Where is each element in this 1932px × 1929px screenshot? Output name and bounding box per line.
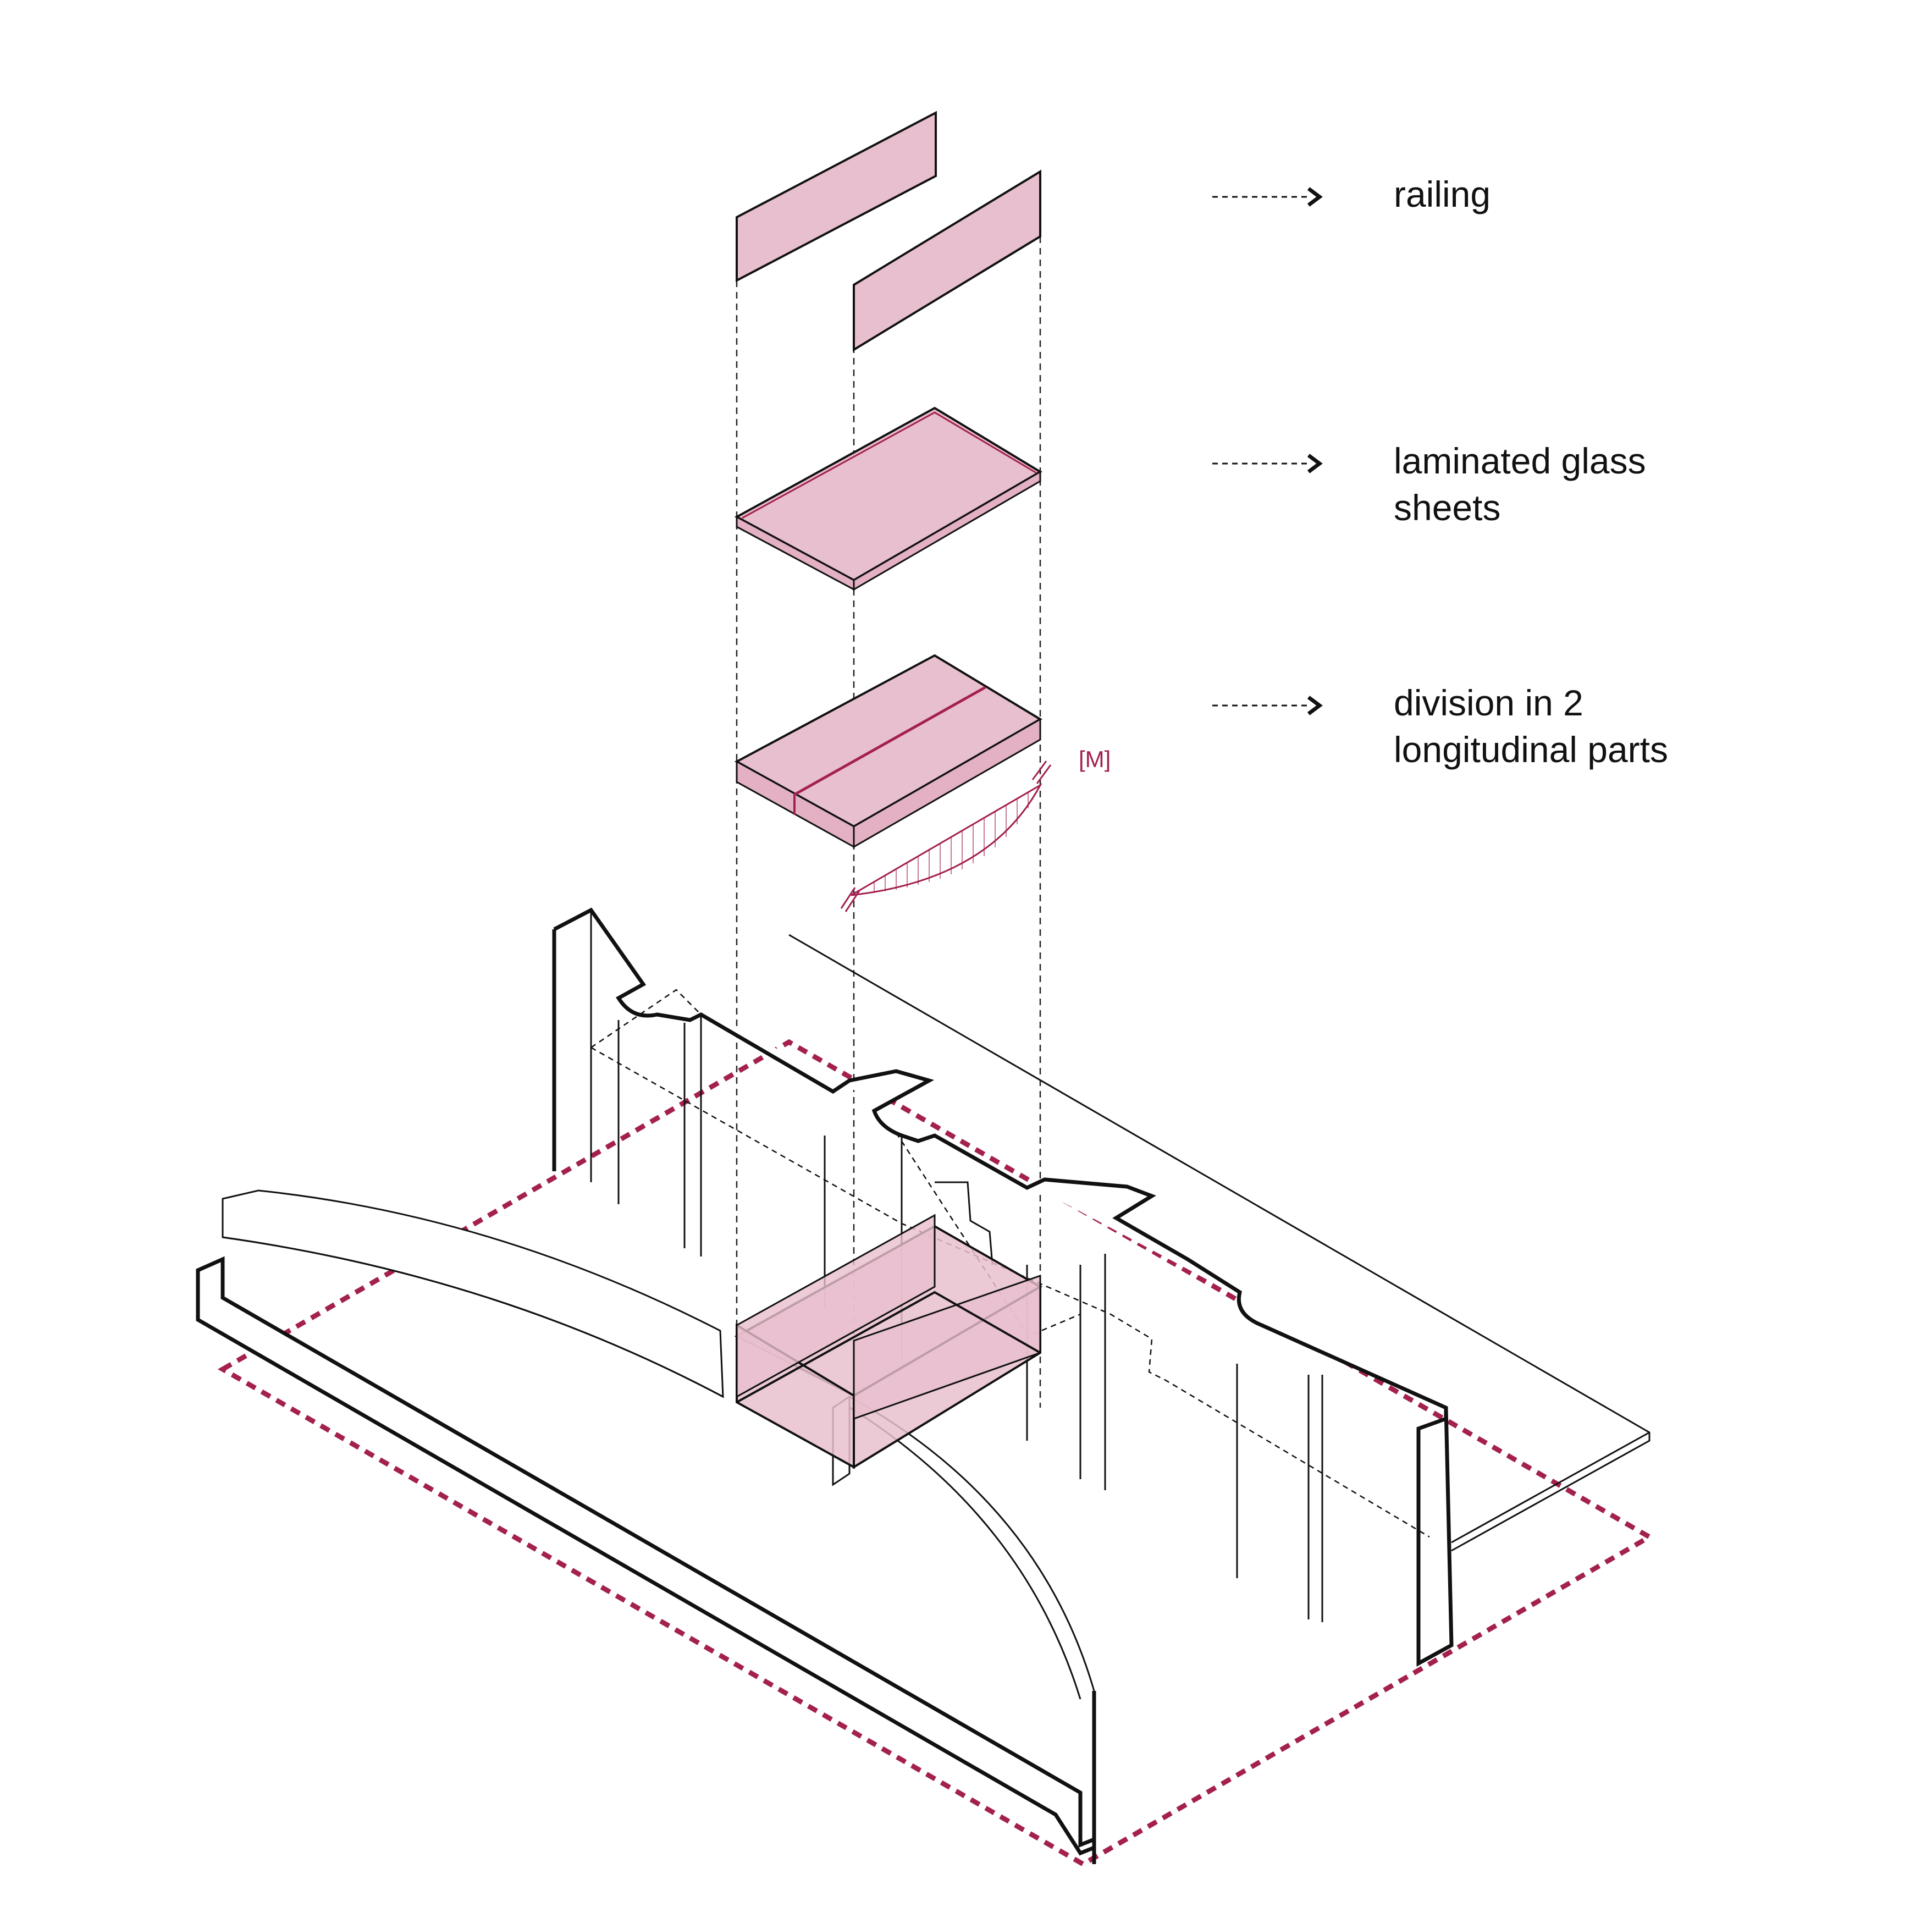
interior-edges (590, 910, 1651, 1622)
site-outline (217, 1039, 1655, 1867)
hidden-edges (590, 989, 1430, 1538)
glass-box-inserted (734, 1214, 1042, 1469)
front-arch-wall (196, 1189, 1096, 1864)
dashed-arrow-icon (1212, 187, 1323, 207)
dashed-arrow-icon (1212, 454, 1323, 473)
label-division-line1: division in 2 (1394, 682, 1583, 723)
moment-diagram: [M] (840, 746, 1111, 912)
label-glass-line2: sheets (1394, 487, 1501, 528)
label-division-line2: longitudinal parts (1394, 729, 1668, 770)
building-walls (552, 907, 1454, 1667)
railing-panels (736, 111, 1041, 352)
dashed-arrow-icon (1212, 696, 1323, 715)
label-glass-line1: laminated glass (1394, 440, 1646, 481)
glass-divided (734, 654, 1042, 848)
railing-panel-right (853, 169, 1041, 352)
glass-sheets (734, 406, 1042, 591)
moment-marker: [M] (1079, 746, 1111, 772)
label-railing: railing (1394, 174, 1491, 214)
railing-panel-left (736, 111, 937, 283)
